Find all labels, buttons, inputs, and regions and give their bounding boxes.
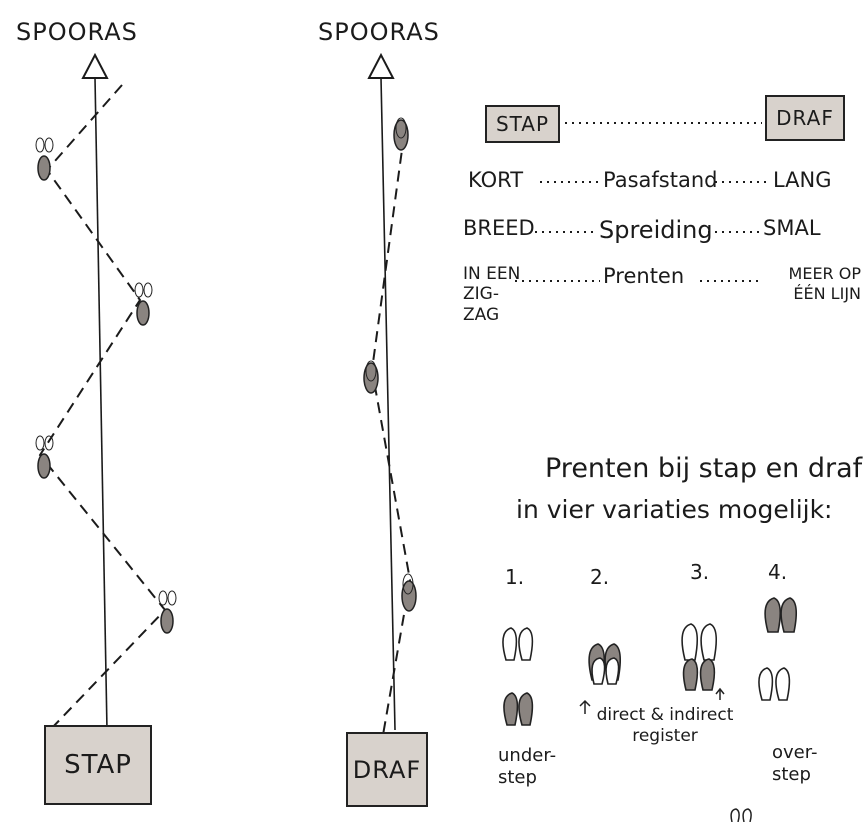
hoof-print xyxy=(393,117,409,151)
right-track-path xyxy=(370,134,412,736)
row-left-label: IN EEN ZIG-ZAG xyxy=(463,264,521,325)
variation-number-1: 1. xyxy=(505,565,525,589)
partial-hoof-icon xyxy=(730,808,752,822)
variation-number-2: 2. xyxy=(590,565,610,589)
table-header-stap-label: STAP xyxy=(495,112,550,136)
variation-number-4: 4. xyxy=(768,560,788,584)
variations-title-line1: Prenten bij stap en draf xyxy=(545,453,863,484)
row-right-label: SMAL xyxy=(763,216,821,240)
understep-label: under-step xyxy=(498,745,557,788)
row-middle-label: Pasafstand xyxy=(603,168,718,192)
variation-3-hooves xyxy=(681,623,718,691)
hoof-print xyxy=(134,282,153,326)
left-axis-label: SPOORAS xyxy=(16,18,138,46)
hoof-print xyxy=(35,435,54,479)
table-row: IN EEN ZIG-ZAG Prenten MEER OP ÉÉN LIJN xyxy=(463,264,863,325)
table-connectors xyxy=(515,122,770,282)
hoof-print xyxy=(401,573,417,612)
row-left-label: KORT xyxy=(468,168,524,192)
variations-title-line2: in vier variaties mogelijk: xyxy=(516,495,833,524)
table-row: BREED Spreiding SMAL xyxy=(463,216,863,246)
left-gait-box-label: STAP xyxy=(64,750,132,780)
table-header-draf-label: DRAF xyxy=(776,106,834,130)
overstep-label: over-step xyxy=(772,742,818,785)
row-middle-label: Spreiding xyxy=(599,216,713,244)
row-right-label: LANG xyxy=(773,168,832,192)
right-gait-box-label: DRAF xyxy=(352,755,422,784)
variation-2-hooves xyxy=(588,643,622,685)
register-arrows xyxy=(579,687,725,714)
row-left-label: BREED xyxy=(463,216,535,240)
left-gait-box: STAP xyxy=(44,725,152,805)
row-right-label: MEER OP ÉÉN LIJN xyxy=(788,264,861,303)
variation-number-3: 3. xyxy=(690,560,710,584)
right-track-axis xyxy=(367,52,396,731)
right-gait-box: DRAF xyxy=(346,732,428,807)
variation-1-hooves xyxy=(502,627,534,726)
right-axis-label: SPOORAS xyxy=(318,18,440,46)
table-row: KORT Pasafstand LANG xyxy=(463,168,863,198)
left-zigzag-path xyxy=(38,84,167,731)
table-header-draf: DRAF xyxy=(765,95,845,141)
hoof-print xyxy=(363,360,379,394)
hoof-print xyxy=(158,590,177,634)
register-label: direct & indirect register xyxy=(596,705,734,747)
left-track-axis xyxy=(81,52,109,731)
row-middle-label: Prenten xyxy=(603,264,685,288)
hoof-print xyxy=(35,137,54,181)
table-header-stap: STAP xyxy=(485,105,560,143)
variation-4-hooves xyxy=(758,597,798,701)
